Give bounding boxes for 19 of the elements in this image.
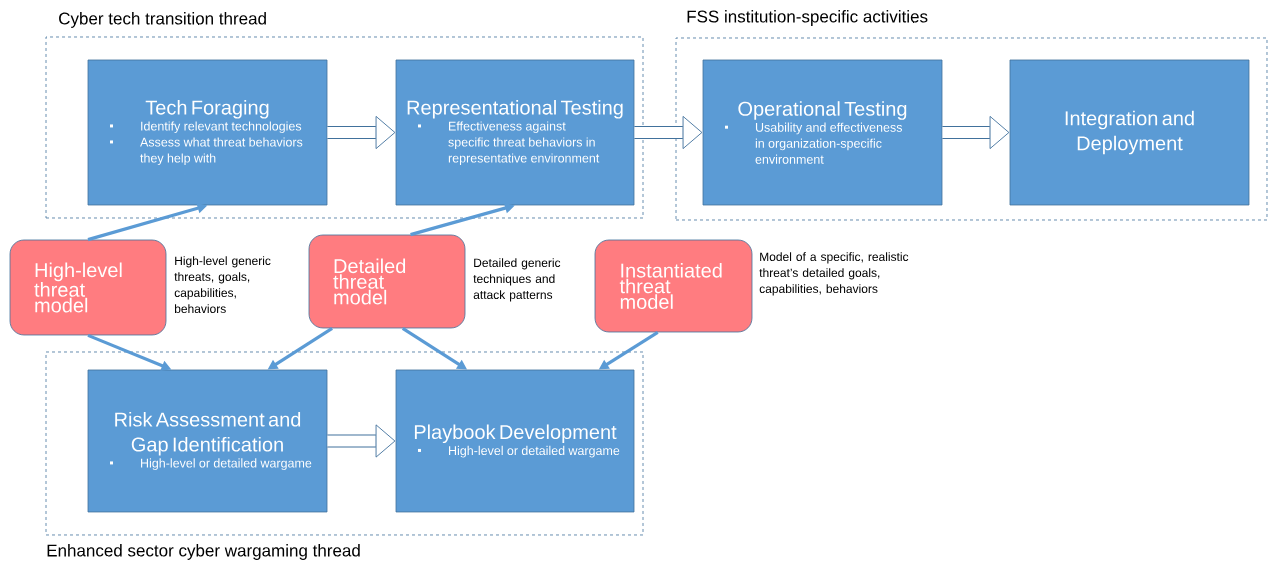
process-box: Integration and Deployment xyxy=(1009,59,1250,206)
process-box: Representational Testing Effectiveness against specific threat behaviors in representative environment xyxy=(395,59,635,206)
threat-model-box: Detailed threat model xyxy=(308,234,466,329)
note-text: Model of a specific, realistic threat’s detailed goals, capabilities, behaviors xyxy=(759,252,909,296)
process-box: Tech Foraging Identify relevant technologies Assess what threat behaviors they help with xyxy=(87,59,328,206)
process-box: Risk Assessment and Gap Identification High-level or detailed wargame xyxy=(87,369,328,513)
block-arrow xyxy=(327,115,396,150)
node-label: Cyber tech transition thread xyxy=(59,12,266,28)
threat-model-box: Instantiated threat model xyxy=(594,239,753,333)
threat-model-box: High-level threat model xyxy=(9,239,167,336)
block-arrow xyxy=(327,424,396,458)
note-text: High-level generic threats, goals, capabilities, behaviors xyxy=(174,256,271,313)
process-box: Playbook Development High-level or detailed wargame xyxy=(395,369,635,513)
block-arrow xyxy=(942,115,1010,150)
process-box: Operational Testing Usability and effectiveness in organization-specific environment xyxy=(702,59,943,206)
node-label: Enhanced sector cyber wargaming thread xyxy=(47,544,360,560)
node-label: FSS institution-specific activities xyxy=(687,10,928,26)
block-arrow xyxy=(634,115,703,150)
note-text: Detailed generic techniques and attack patterns xyxy=(473,258,561,302)
